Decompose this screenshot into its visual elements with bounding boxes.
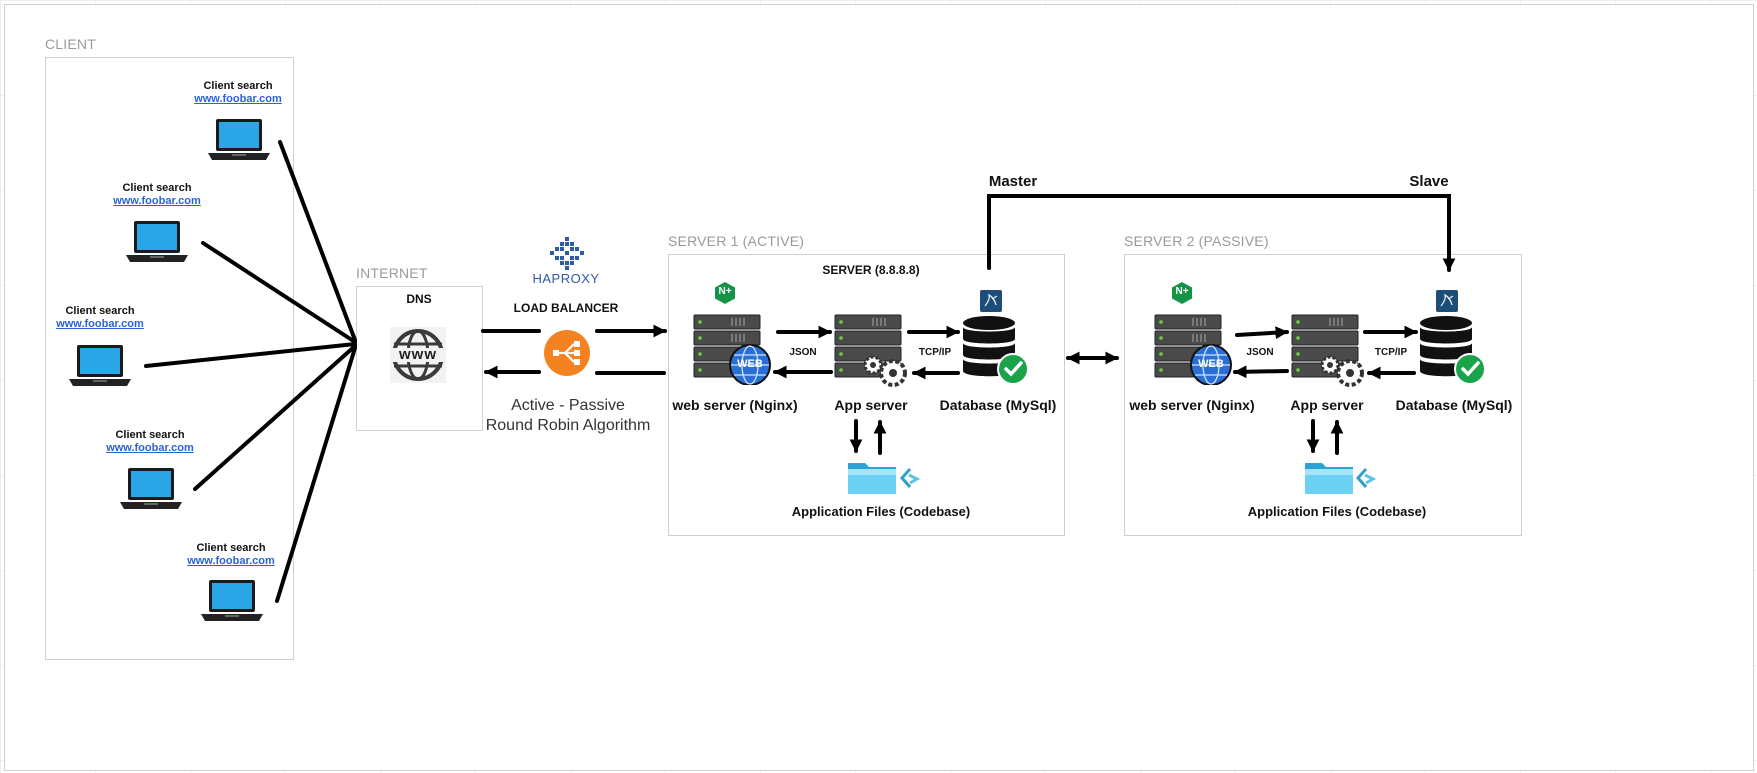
folder-icon (848, 463, 896, 494)
web-server-icon: WEB (692, 313, 774, 386)
client-line-4 (193, 344, 357, 491)
code-tag-icon (899, 468, 921, 488)
s2-web-server-label: web server (Nginx) (1129, 397, 1255, 413)
haproxy-brand: HAPROXY (532, 271, 600, 286)
client-group-label: CLIENT (45, 36, 96, 52)
laptop-icon (201, 580, 263, 621)
nginx-plus-icon: N+ (1171, 282, 1193, 304)
dns-label: DNS (406, 292, 432, 306)
web-badge-text: WEB (737, 358, 763, 370)
client-line-3 (144, 342, 357, 368)
www-globe-icon: www (390, 327, 446, 383)
mysql-icon (980, 290, 1002, 312)
client-line-2 (201, 241, 357, 344)
s2-app-server-label: App server (1290, 397, 1364, 413)
database-icon (1420, 316, 1486, 385)
slave-label: Slave (1409, 173, 1449, 190)
app-server-icon (834, 314, 907, 387)
s1-app-server-label: App server (834, 397, 908, 413)
nginx-badge-text: N+ (718, 286, 732, 297)
mysql-icon (1436, 290, 1458, 312)
server2-group-label: SERVER 2 (PASSIVE) (1124, 233, 1269, 249)
database-icon (963, 316, 1029, 385)
connection-lines (144, 140, 1456, 603)
laptop-icon (208, 119, 270, 160)
nginx-badge-text: N+ (1175, 286, 1189, 297)
internet-group-label: INTERNET (356, 265, 428, 281)
s1-json-label: JSON (789, 347, 817, 358)
laptop-icon (120, 468, 182, 509)
client-line-5 (275, 346, 357, 603)
client-4-link[interactable]: www.foobar.com (106, 442, 194, 454)
web-server-icon: WEB (1153, 313, 1235, 386)
www-glyph: www (398, 346, 438, 363)
client-3-title: Client search (65, 305, 135, 317)
s1-tcpip-label: TCP/IP (918, 347, 952, 358)
s2-web-to-app-arrow (1235, 326, 1289, 340)
lb-caption-line1: Active - Passive (511, 397, 625, 414)
client-4-title: Client search (115, 429, 185, 441)
client-line-1 (278, 140, 357, 342)
laptop-icon (126, 221, 188, 262)
s2-json-label: JSON (1246, 347, 1274, 358)
s2-tcpip-label: TCP/IP (1374, 347, 1408, 358)
diagram-canvas: CLIENT INTERNET SERVER 1 (ACTIVE) SERVER… (4, 4, 1754, 771)
laptop-icon (69, 345, 131, 386)
folder-icon (1305, 463, 1353, 494)
client-1-title: Client search (203, 80, 273, 92)
server1-group-label: SERVER 1 (ACTIVE) (668, 233, 805, 249)
s2-app-to-web-arrow (1233, 365, 1289, 379)
s1-web-server-label: web server (Nginx) (672, 397, 798, 413)
code-tag-icon (1355, 468, 1377, 488)
load-balancer-label: LOAD BALANCER (513, 301, 619, 315)
load-balancer-icon (544, 330, 590, 376)
s1-files-label: Application Files (Codebase) (791, 504, 971, 519)
s2-files-label: Application Files (Codebase) (1247, 504, 1427, 519)
client-2-title: Client search (122, 182, 192, 194)
master-label: Master (988, 173, 1038, 190)
app-server-icon (1291, 314, 1364, 387)
client-3-link[interactable]: www.foobar.com (56, 318, 144, 330)
web-badge-text: WEB (1198, 358, 1224, 370)
client-5-title: Client search (196, 542, 266, 554)
haproxy-logo-icon (550, 237, 584, 270)
client-1-link[interactable]: www.foobar.com (194, 93, 282, 105)
s2-database-label: Database (MySql) (1395, 397, 1513, 413)
s1-database-label: Database (MySql) (939, 397, 1057, 413)
lb-caption-line2: Round Robin Algorithm (485, 417, 651, 434)
client-5-link[interactable]: www.foobar.com (187, 555, 275, 567)
replication-arrow (987, 194, 1456, 272)
server1-title: SERVER (8.8.8.8) (822, 263, 920, 277)
nginx-plus-icon: N+ (714, 282, 736, 304)
client-2-link[interactable]: www.foobar.com (113, 195, 201, 207)
